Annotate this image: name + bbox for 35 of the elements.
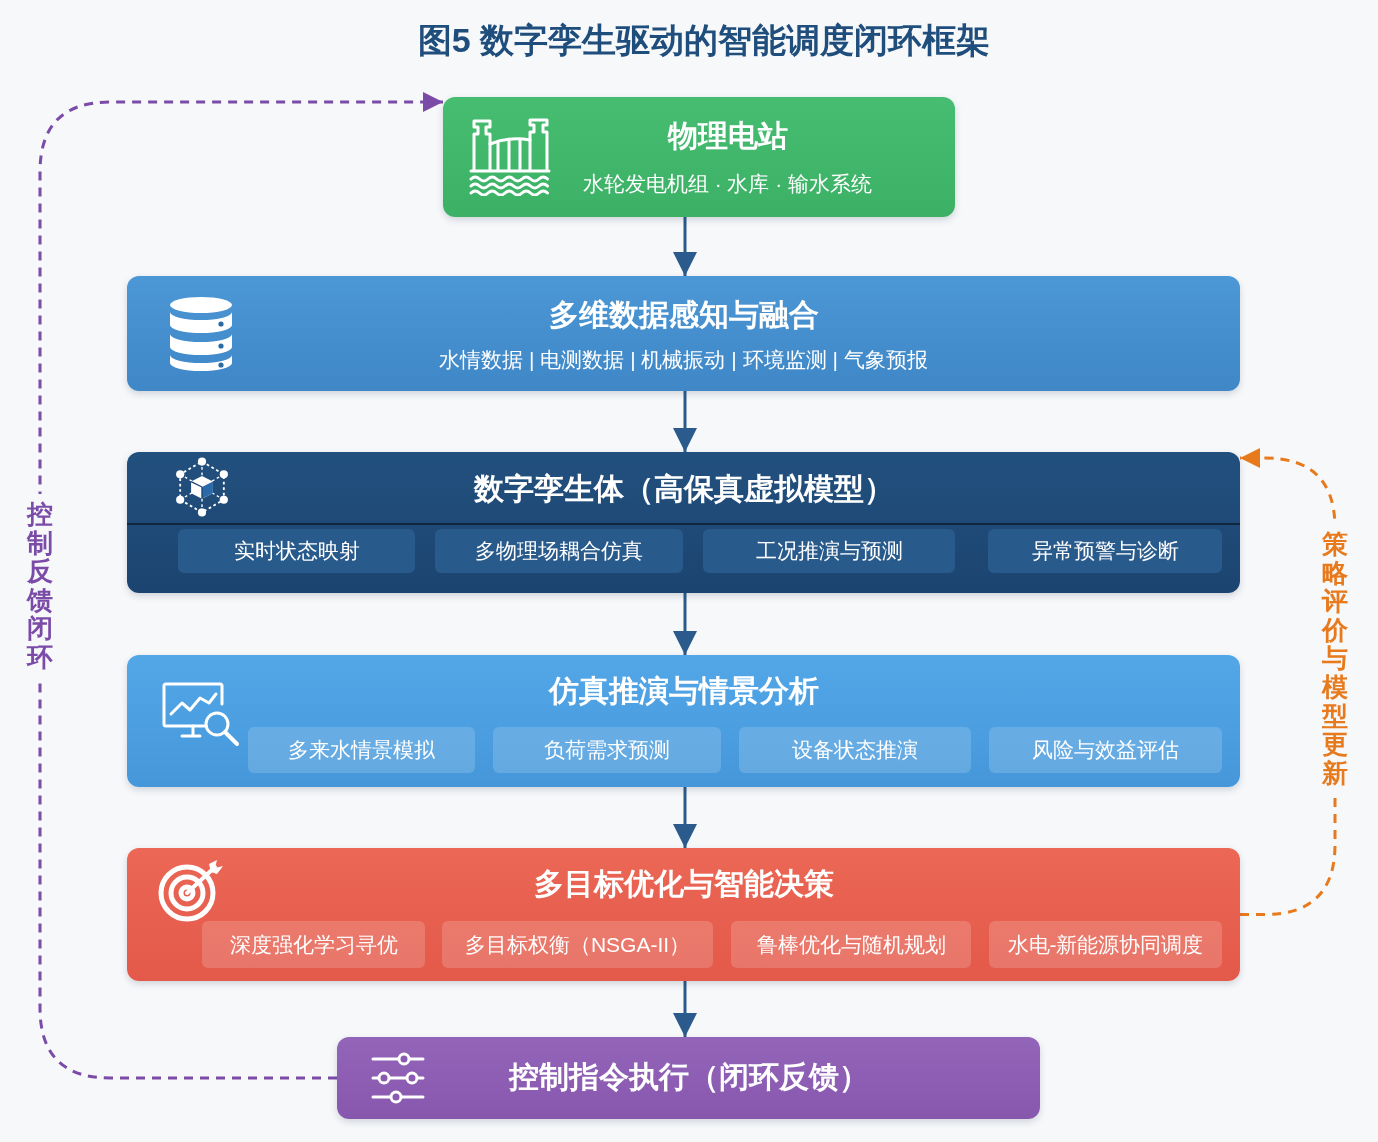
feature-tag: 深度强化学习寻优: [202, 921, 425, 968]
feature-tag: 水电-新能源协同调度: [989, 921, 1222, 968]
feature-tag: 鲁棒优化与随机规划: [731, 921, 971, 968]
feature-tag: 工况推演与预测: [703, 529, 955, 573]
layer-box: [127, 655, 1240, 787]
feature-tag: 实时状态映射: [178, 529, 415, 573]
layer-box: [337, 1037, 1040, 1119]
layer-title: 物理电站: [667, 118, 788, 154]
feature-tag: 负荷需求预测: [493, 727, 721, 773]
feature-tag: 多物理场耦合仿真: [435, 529, 683, 573]
diagram-title: 图5 数字孪生驱动的智能调度闭环框架: [417, 20, 991, 61]
layer-box: [127, 276, 1240, 391]
edge-label: 控制反馈闭环: [27, 494, 53, 678]
edge-label: 策略评价与模型更新: [1322, 524, 1348, 794]
arrow: [673, 981, 697, 1037]
arrow: [673, 593, 697, 655]
layer-title: 仿真推演与情景分析: [548, 673, 819, 709]
feature-tag: 异常预警与诊断: [988, 529, 1222, 573]
layer-title: 多维数据感知与融合: [548, 297, 819, 333]
layer-title: 控制指令执行（闭环反馈）: [508, 1059, 869, 1095]
layer-box: [127, 848, 1240, 981]
arrow: [673, 391, 697, 452]
feature-tag: 多来水情景模拟: [248, 727, 475, 773]
arrow: [673, 787, 697, 848]
layer-subtitle: 水轮发电机组 · 水库 · 输水系统: [582, 171, 873, 197]
arrow: [673, 217, 697, 276]
feature-tag: 设备状态推演: [739, 727, 971, 773]
layer-subtitle: 水情数据 | 电测数据 | 机械振动 | 环境监测 | 气象预报: [439, 347, 928, 373]
layer-title: 多目标优化与智能决策: [533, 866, 834, 902]
station-box: [443, 97, 955, 217]
layer-box: [127, 452, 1240, 593]
dashed-arrow: [38, 92, 443, 1080]
feature-tag: 多目标权衡（NSGA-II）: [442, 921, 713, 968]
layer-title: 数字孪生体（高保真虚拟模型）: [473, 471, 894, 507]
feature-tag: 风险与效益评估: [989, 727, 1222, 773]
